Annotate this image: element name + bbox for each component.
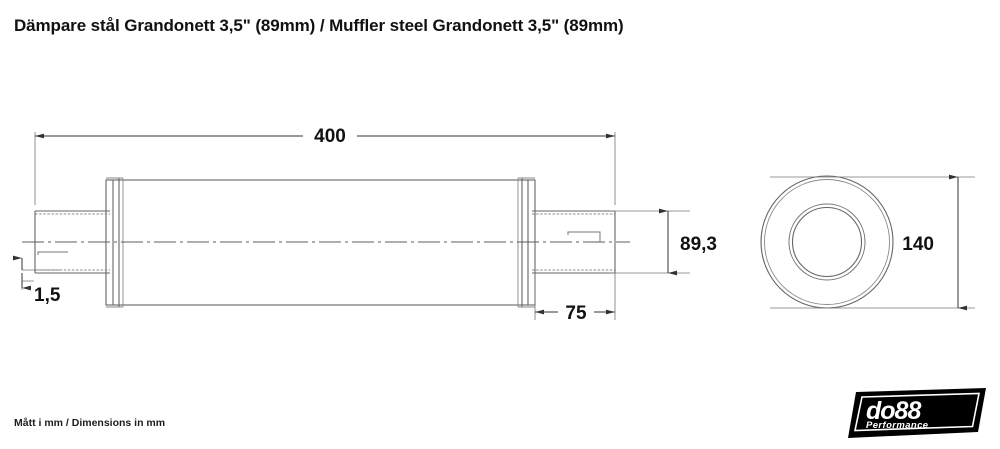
dimension-body-diameter: 140 (770, 174, 975, 311)
logo-inner-border (854, 392, 980, 432)
outlet-pipe (532, 210, 616, 274)
dimension-pipe-diameter: 89,3 (610, 208, 717, 276)
dimension-overall-length: 400 (34, 126, 616, 205)
end-view: 140 (760, 174, 975, 311)
end-view-pipe-inner-circle (791, 206, 863, 278)
ext-line-15-lower (21, 280, 34, 290)
page-title: Dämpare stål Grandonett 3,5" (89mm) / Mu… (14, 16, 624, 35)
dim-label-pipe-diameter: 89,3 (680, 234, 717, 255)
dim-label-wall-thickness: 1,5 (34, 285, 61, 306)
dim-label-stub-length: 75 (565, 303, 587, 324)
dimension-stub-length: 75 (534, 273, 616, 324)
dim-label-body-diameter: 140 (902, 234, 934, 255)
end-view-body-inner-circle (764, 179, 890, 305)
logo-brand-text: do88 (866, 397, 921, 425)
side-view: 400 1,5 89,3 (13, 126, 717, 324)
end-view-pipe-outer-circle (788, 203, 866, 281)
do88-logo: do88 Performance (846, 388, 986, 438)
dim-label-overall-length: 400 (314, 126, 346, 147)
inlet-seam-leader (37, 251, 68, 255)
outlet-seam-leader (567, 231, 601, 242)
do88-logo-svg: do88 Performance (848, 388, 986, 438)
units-note: Mått i mm / Dimensions in mm (14, 417, 166, 429)
logo-tagline-text: Performance (866, 420, 929, 431)
dimension-wall-thickness: 1,5 (13, 255, 61, 306)
muffler-body-outline (105, 177, 536, 308)
body-shell (105, 179, 536, 306)
